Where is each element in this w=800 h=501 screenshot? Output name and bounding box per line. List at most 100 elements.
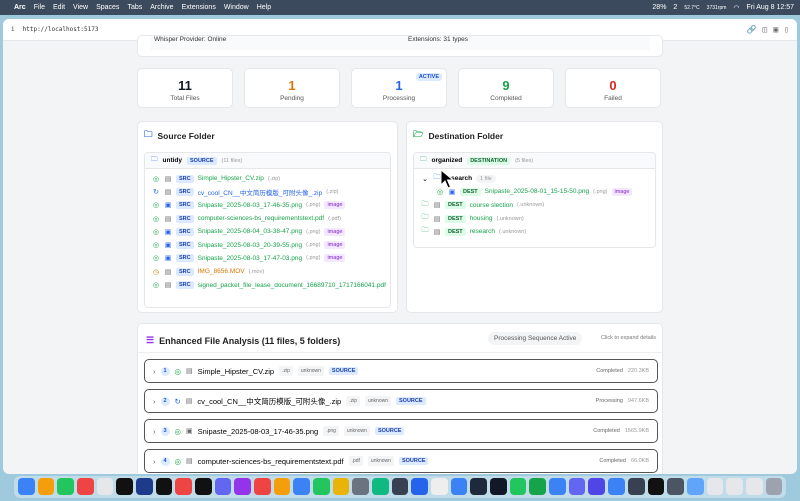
extensions-count: Extensions: 31 types bbox=[408, 36, 468, 43]
dock-app-icon[interactable] bbox=[37, 478, 55, 495]
dock-app-icon[interactable] bbox=[214, 478, 232, 495]
chevron-down-icon[interactable]: ⌄ bbox=[422, 175, 428, 183]
wechat-count[interactable]: 2 bbox=[673, 4, 678, 11]
dock-app-icon[interactable] bbox=[57, 478, 75, 495]
dock-app-icon[interactable] bbox=[726, 478, 743, 495]
dock-app-icon[interactable] bbox=[490, 478, 507, 495]
source-heading: 🗀Source Folder bbox=[144, 129, 391, 143]
dock-app-icon[interactable] bbox=[470, 478, 488, 495]
dock-app-icon[interactable] bbox=[667, 478, 684, 495]
dock-app-icon[interactable] bbox=[411, 478, 429, 495]
menu-app[interactable]: Arc bbox=[14, 4, 26, 11]
camera-icon[interactable]: ◫ bbox=[762, 25, 768, 34]
dock-app-icon[interactable] bbox=[686, 478, 704, 495]
dock-app-icon[interactable] bbox=[155, 478, 173, 495]
sidebar-icon[interactable]: ▯ bbox=[784, 25, 789, 34]
dock-app-icon[interactable] bbox=[352, 478, 370, 495]
file-icon: ▤ bbox=[164, 215, 172, 223]
menu-tabs[interactable]: Tabs bbox=[127, 4, 143, 11]
dock-app-icon[interactable] bbox=[116, 478, 134, 495]
expand-hint: Click to expand details bbox=[600, 335, 656, 341]
menu-file[interactable]: File bbox=[33, 4, 45, 11]
dock-app-icon[interactable] bbox=[450, 478, 468, 495]
dock-app-icon[interactable] bbox=[765, 478, 783, 495]
dock-app-icon[interactable] bbox=[391, 478, 409, 495]
dock-app-icon[interactable] bbox=[627, 478, 645, 495]
menu-window[interactable]: Window bbox=[223, 4, 249, 11]
analysis-row[interactable]: ›3◎▣Snipaste_2025-08-03_17-46-35.png.png… bbox=[144, 419, 658, 443]
processing-status-pill: Processing Sequence Active bbox=[488, 332, 583, 345]
dock-app-icon[interactable] bbox=[195, 478, 212, 495]
dock-app-icon[interactable] bbox=[549, 478, 566, 495]
dock-app-icon[interactable] bbox=[273, 478, 291, 495]
dock-app-icon[interactable] bbox=[372, 478, 389, 495]
dock-app-icon[interactable] bbox=[529, 478, 547, 495]
dock-app-icon[interactable] bbox=[608, 478, 625, 495]
menu-view[interactable]: View bbox=[73, 4, 89, 11]
dock-app-icon[interactable] bbox=[136, 478, 153, 495]
dock-app-icon[interactable] bbox=[647, 478, 665, 495]
dock-app-icon[interactable] bbox=[18, 478, 35, 495]
link-icon[interactable]: 🔗 bbox=[746, 25, 757, 34]
dock-app-icon[interactable] bbox=[77, 478, 94, 495]
analysis-row[interactable]: ›4◎▤computer-sciences-bs_requirementstex… bbox=[144, 449, 658, 473]
file-icon: ▤ bbox=[164, 282, 172, 290]
extension-icon[interactable]: ▣ bbox=[773, 25, 779, 34]
info-icon[interactable]: i bbox=[11, 26, 15, 33]
wifi-icon[interactable]: ◠ bbox=[733, 4, 740, 12]
url-text[interactable]: http://localhost:5173 bbox=[22, 26, 99, 33]
menu-extensions[interactable]: Extensions bbox=[181, 4, 216, 11]
battery-percent[interactable]: 28% bbox=[652, 4, 667, 11]
menu-help[interactable]: Help bbox=[256, 4, 272, 11]
chevron-right-icon[interactable]: › bbox=[153, 396, 156, 406]
dock-app-icon[interactable] bbox=[175, 478, 193, 495]
dock-app-icon[interactable] bbox=[254, 478, 271, 495]
dock-app-icon[interactable] bbox=[568, 478, 586, 495]
dock-app-icon[interactable] bbox=[509, 478, 527, 495]
dock-app-icon[interactable] bbox=[588, 478, 606, 495]
chevron-right-icon[interactable]: › bbox=[153, 456, 156, 466]
folder-open-icon: 🗁 bbox=[413, 129, 424, 139]
menu-spaces[interactable]: Spaces bbox=[96, 4, 120, 11]
dock-app-icon[interactable] bbox=[745, 478, 763, 495]
clock[interactable]: Fri Aug 8 12:57 bbox=[746, 4, 794, 11]
menu-archive[interactable]: Archive bbox=[150, 4, 174, 11]
dock-app-icon[interactable] bbox=[293, 478, 311, 495]
stat-label: Processing bbox=[382, 95, 416, 102]
dock-app-icon[interactable] bbox=[431, 478, 448, 495]
chevron-right-icon[interactable]: › bbox=[153, 366, 156, 376]
src-tag: SRC bbox=[176, 187, 194, 196]
menu-edit[interactable]: Edit bbox=[52, 4, 66, 11]
cpu-temp[interactable]: 52.7°C bbox=[684, 4, 700, 11]
dest-tag: DEST bbox=[460, 187, 481, 196]
src-tag: SRC bbox=[176, 201, 194, 210]
fan-speed[interactable]: 3731rpm bbox=[706, 4, 727, 11]
dock-app-icon[interactable] bbox=[234, 478, 252, 495]
dock-app-icon[interactable] bbox=[313, 478, 330, 495]
src-tag: SRC bbox=[176, 241, 194, 250]
chevron-right-icon[interactable]: › bbox=[153, 426, 156, 436]
dock-app-icon[interactable] bbox=[706, 478, 724, 495]
dock-app-icon[interactable] bbox=[332, 478, 350, 495]
destination-heading: 🗁Destination Folder bbox=[413, 129, 656, 143]
file-name: Snipaste_2025-08-03_17-46-35.png bbox=[197, 201, 303, 209]
dock-app-icon[interactable] bbox=[96, 478, 114, 495]
